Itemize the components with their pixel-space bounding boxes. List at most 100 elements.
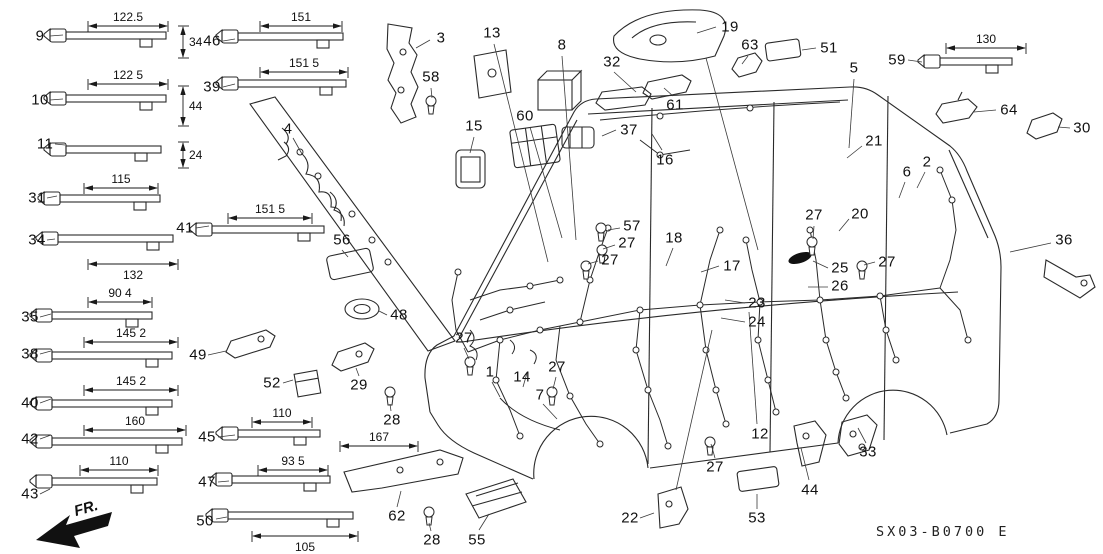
callout-59: 59 <box>888 51 906 69</box>
callout-27: 27 <box>618 234 636 252</box>
callout-42: 42 <box>21 430 39 448</box>
callout-64: 64 <box>1000 101 1018 119</box>
callout-45: 45 <box>198 428 216 446</box>
callout-20: 20 <box>851 205 869 223</box>
callout-30: 30 <box>1073 119 1091 137</box>
dimension-label: 110 <box>272 406 291 420</box>
callout-1: 1 <box>485 363 495 381</box>
callout-38: 38 <box>21 345 39 363</box>
callout-62: 62 <box>388 507 406 525</box>
callout-35: 35 <box>21 308 39 326</box>
dimension-label: 34 <box>189 35 203 49</box>
callout-28: 28 <box>383 411 401 429</box>
callout-61: 61 <box>666 96 684 114</box>
dimension-label: 145 2 <box>116 326 146 340</box>
callout-28: 28 <box>423 531 441 549</box>
callout-58: 58 <box>422 68 440 86</box>
callout-6: 6 <box>902 163 912 181</box>
dimension-label: 90 4 <box>108 286 132 300</box>
dimension-label: 110 <box>109 454 128 468</box>
callout-41: 41 <box>176 219 194 237</box>
callout-16: 16 <box>656 151 674 169</box>
dimension-label: 93 5 <box>281 454 305 468</box>
callout-21: 21 <box>865 132 883 150</box>
callout-50: 50 <box>196 512 214 530</box>
callout-17: 17 <box>723 257 741 275</box>
callout-26: 26 <box>831 277 849 295</box>
callout-23: 23 <box>748 294 766 312</box>
callout-27: 27 <box>601 251 619 269</box>
dimension-label: 167 <box>369 430 389 444</box>
callout-25: 25 <box>831 259 849 277</box>
dimension-label: 151 5 <box>289 56 319 70</box>
callout-27: 27 <box>878 253 896 271</box>
callout-12: 12 <box>751 425 769 443</box>
dimension-label: 115 <box>111 172 130 186</box>
dimension-label: 44 <box>189 99 203 113</box>
dimension-label: 132 <box>123 268 143 282</box>
callout-48: 48 <box>390 306 408 324</box>
dimension-label: 122 5 <box>113 68 143 82</box>
callout-5: 5 <box>849 59 859 77</box>
callout-18: 18 <box>665 229 683 247</box>
callout-9: 9 <box>35 27 45 45</box>
dimension-label: 145 2 <box>116 374 146 388</box>
callout-11: 11 <box>36 135 54 153</box>
dimension-label: 105 <box>295 540 315 554</box>
dimension-label: 24 <box>189 148 203 162</box>
callout-10: 10 <box>31 91 49 109</box>
callout-3: 3 <box>436 29 446 47</box>
floor-harness-runs <box>451 101 969 447</box>
callout-34: 34 <box>28 231 46 249</box>
callout-4: 4 <box>283 120 293 138</box>
callout-27: 27 <box>455 329 473 347</box>
dimension-label: 122.5 <box>113 10 143 24</box>
callout-60: 60 <box>516 107 534 125</box>
dimension-label: 160 <box>125 414 145 428</box>
callout-32: 32 <box>603 53 621 71</box>
fr-direction-arrow <box>36 512 112 548</box>
callout-63: 63 <box>741 36 759 54</box>
callout-52: 52 <box>263 374 281 392</box>
callout-19: 19 <box>721 18 739 36</box>
callout-40: 40 <box>21 394 39 412</box>
callout-2: 2 <box>922 153 932 171</box>
callout-53: 53 <box>748 509 766 527</box>
bolt-icons <box>384 95 868 526</box>
callout-24: 24 <box>748 313 766 331</box>
callout-51: 51 <box>820 39 838 57</box>
callout-47: 47 <box>198 473 216 491</box>
callout-8: 8 <box>557 36 567 54</box>
dimension-label: 151 5 <box>255 202 285 216</box>
callout-46: 46 <box>203 32 221 50</box>
callout-39: 39 <box>203 78 221 96</box>
callout-56: 56 <box>333 231 351 249</box>
connector-dots <box>296 104 972 450</box>
callout-44: 44 <box>801 481 819 499</box>
callout-15: 15 <box>465 117 483 135</box>
callout-14: 14 <box>513 368 531 386</box>
callout-33: 33 <box>859 443 877 461</box>
dimension-label: 151 <box>291 10 311 24</box>
part-sketches <box>225 9 1096 529</box>
leader-lines <box>39 26 1071 532</box>
callout-31: 31 <box>28 189 46 207</box>
callout-49: 49 <box>189 346 207 364</box>
callout-43: 43 <box>21 485 39 503</box>
callout-29: 29 <box>350 376 368 394</box>
callout-37: 37 <box>620 121 638 139</box>
callout-7: 7 <box>535 386 545 404</box>
callout-27: 27 <box>548 358 566 376</box>
dimension-label: 130 <box>976 32 996 46</box>
drawing-number: SX03-B0700 E <box>876 524 1010 540</box>
callout-57: 57 <box>623 217 641 235</box>
instrument-panel-harness <box>249 96 456 352</box>
callout-27: 27 <box>706 458 724 476</box>
callout-36: 36 <box>1055 231 1073 249</box>
callout-27: 27 <box>805 206 823 224</box>
callout-55: 55 <box>468 531 486 549</box>
callout-13: 13 <box>483 24 501 42</box>
